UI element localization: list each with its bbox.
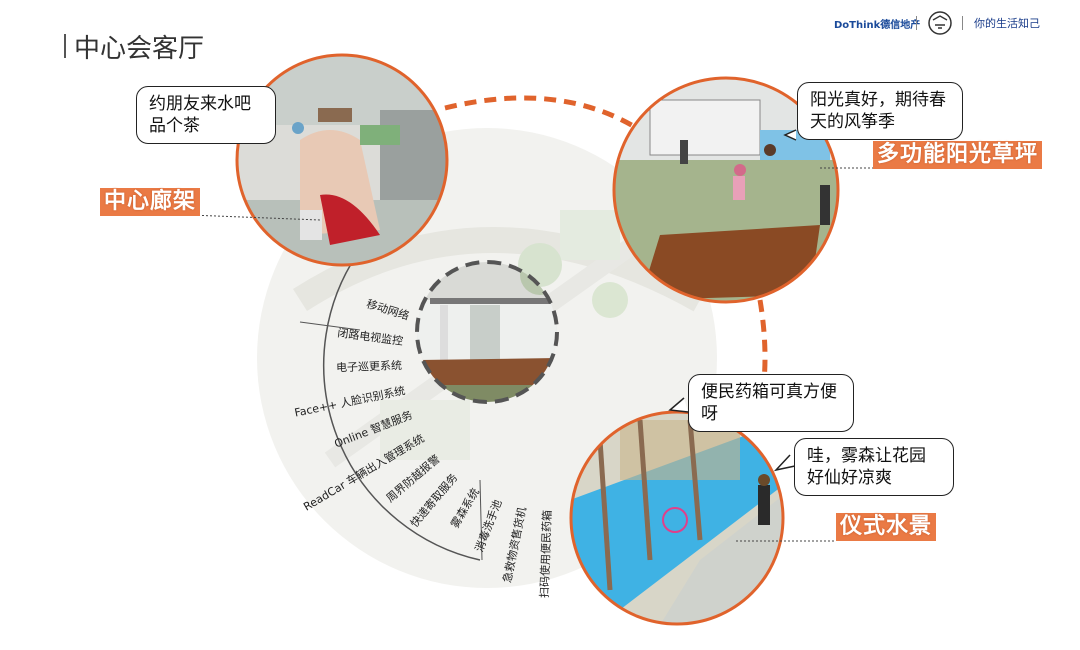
tag-corridor: 中心廊架 <box>100 188 201 216</box>
title-bar <box>64 34 66 58</box>
zhiji-logo-icon <box>928 11 952 35</box>
bubble-lawn: 阳光真好，期待春天的风筝季 <box>797 82 963 140</box>
connector-arc-top <box>444 95 642 133</box>
lawn-circle <box>612 76 840 304</box>
bubble-corridor: 约朋友来水吧品个茶 <box>136 86 276 144</box>
scene-illustration <box>189 53 880 626</box>
brand-divider <box>962 16 963 30</box>
brand-logo: DoThink德信地产 <box>834 12 920 34</box>
services-ring <box>323 249 481 561</box>
pavilion-circle <box>415 260 559 404</box>
brand-slogan: 你的生活知己 <box>974 12 1040 34</box>
page-title: 中心会客厅 <box>74 34 205 64</box>
bubble-medicine: 便民药箱可真方便呀 <box>688 374 854 432</box>
brand-logo-text: DoThink德信地产 <box>834 19 921 31</box>
brand-divider <box>916 16 917 30</box>
brand-slogan-text: 你的生活知己 <box>974 17 1040 30</box>
corridor-circle <box>235 53 449 267</box>
bubble-mist: 哇，雾森让花园好仙好凉爽 <box>794 438 954 496</box>
pavilion-scene <box>417 262 557 402</box>
tag-water: 仪式水景 <box>836 513 937 541</box>
tag-lawn: 多功能阳光草坪 <box>873 141 1043 169</box>
water-circle <box>569 410 785 626</box>
